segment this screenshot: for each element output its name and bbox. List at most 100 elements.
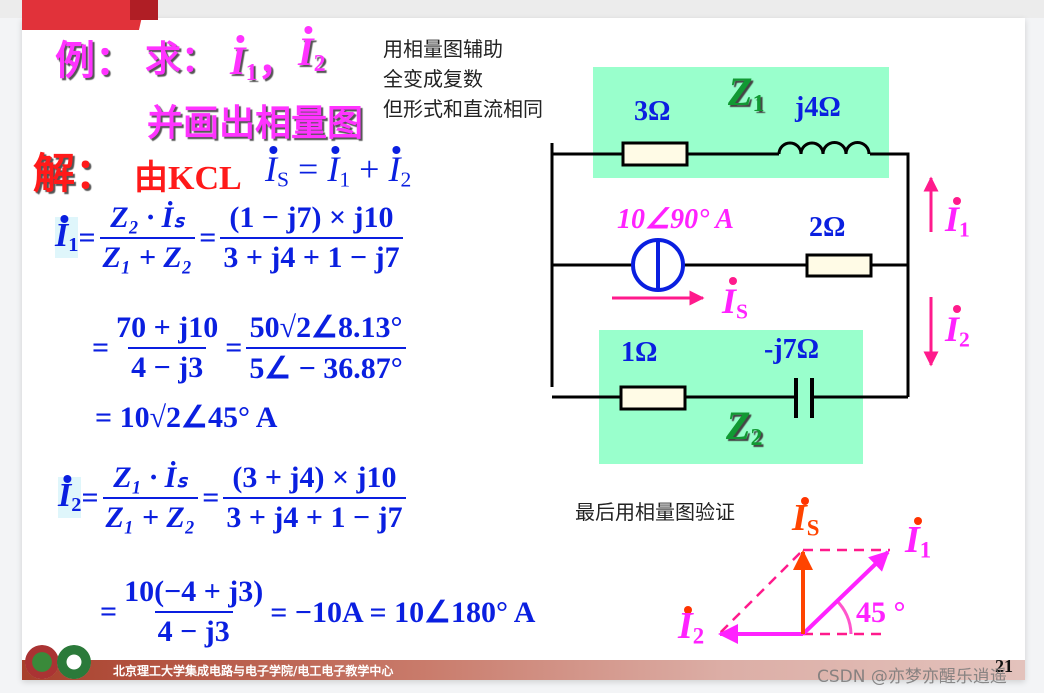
subscript: 2 [750,425,763,451]
phasor-caption: 最后用相量图验证 [575,500,735,524]
i2-label: I2 [945,308,970,352]
r3-label: 1Ω [621,337,658,368]
comma: ， [257,38,298,83]
z-symbol: Z [728,69,753,114]
denominator: 5∠ − 36.87° [246,347,406,386]
numerator: 50√2∠8.13° [249,311,403,344]
subscript: S [736,299,749,324]
c1-label: -j7Ω [764,334,820,365]
denominator: Z₁ + Z₂ [102,497,199,535]
numerator: Z₂ · İₛ [110,201,185,234]
r2-label: 2Ω [809,212,846,243]
dot [729,277,737,285]
subscript: 2 [692,623,705,649]
phasor-i1-label: I1 [905,518,931,564]
equals: = [202,480,220,514]
angle-label: 45 ° [856,596,906,629]
title-i2: I2 [298,28,326,78]
phasor-dashed-lines [719,548,890,636]
i-symbol: I [678,605,693,647]
subscript: S [806,515,820,541]
watermark: CSDN @亦梦亦醒乐逍遥 [817,667,1007,687]
wires [550,143,910,399]
dot [953,305,961,313]
i-symbol: I [905,519,920,561]
capacitor-icon [794,378,814,418]
i2-symbol: I [388,149,401,189]
example-label: 例： [55,38,135,83]
subscript: S [277,167,290,192]
equals: = [81,480,99,514]
page-number: 21 [995,656,1013,676]
equals: = [100,595,118,628]
denominator: Z₁ + Z₂ [99,237,196,275]
i2-symbol: I [298,29,314,74]
plus: + [359,149,380,189]
angle-arc [834,598,853,635]
note-line: 但形式和直流相同 [383,97,543,121]
is-symbol: I [265,149,277,189]
dot [801,497,809,505]
i1-symbol: I [55,217,69,255]
i2-lhs: I2 [58,477,82,518]
i-symbol: I [792,497,807,539]
denominator: 4 − j3 [128,347,207,385]
numerator: 70 + j10 [116,311,219,344]
current-source-icon [631,238,685,292]
result: = −10A = 10∠180° A [270,595,536,629]
note-line: 用相量图辅助 [383,37,503,61]
numerator: (1 − j7) × j10 [229,200,394,234]
solution-label: 解： [33,152,118,198]
equals: = [199,220,217,254]
subscript: 1 [752,91,765,117]
equation-i2-result: = 10(−4 + j3)4 − j3 = −10A = 10∠180° A [100,575,535,649]
numerator: Z₁ · İₛ [113,461,188,494]
denominator: 3 + j4 + 1 − j7 [220,236,403,275]
equals: = [78,220,96,254]
i1-label: I1 [945,198,970,242]
kcl-equation: IS = I1 + I2 [265,148,411,192]
i-symbol: I [945,199,960,239]
ask-label: 求： [145,39,218,79]
i1-lhs: I1 [55,217,79,258]
note: 用相量图辅助 全变成复数 但形式和直流相同 [383,34,543,124]
university-logo [25,645,59,679]
footer-text: 北京理工大学集成电路与电子学院/电工电子教学中心 [113,664,394,678]
denominator: 4 − j3 [154,611,233,649]
denominator: 3 + j4 + 1 − j7 [223,496,406,535]
numerator: 10(−4 + j3) [124,575,264,608]
note-line: 全变成复数 [383,67,483,91]
numerator: (3 + j4) × j10 [232,460,397,494]
z2-label: Z2 [726,402,762,452]
dot [684,606,692,614]
top-bar [0,0,1044,18]
subscript: 2 [71,494,82,517]
i1-symbol: I [327,149,340,189]
subscript: 1 [68,234,79,257]
inductor-icon [777,141,871,155]
resistor-2ohm [805,253,873,278]
r1-label: 3Ω [634,96,671,127]
slide-corner-decoration-dark [130,0,158,20]
dot [953,197,961,205]
equals: = [225,331,243,364]
school-logo [57,645,91,679]
fraction: 50√2∠8.13°5∠ − 36.87° [246,310,406,386]
i1-symbol: I [230,38,246,83]
l1-label: j4Ω [795,92,841,123]
z-symbol: Z [726,403,751,448]
i-symbol: I [945,309,960,349]
i2-subscript: 2 [313,51,326,77]
equals: = [298,149,319,189]
source-label: 10∠90° A [617,204,734,235]
subscript: 1 [959,217,970,242]
phasor-i2-label: I2 [678,604,704,650]
dot [914,517,922,525]
